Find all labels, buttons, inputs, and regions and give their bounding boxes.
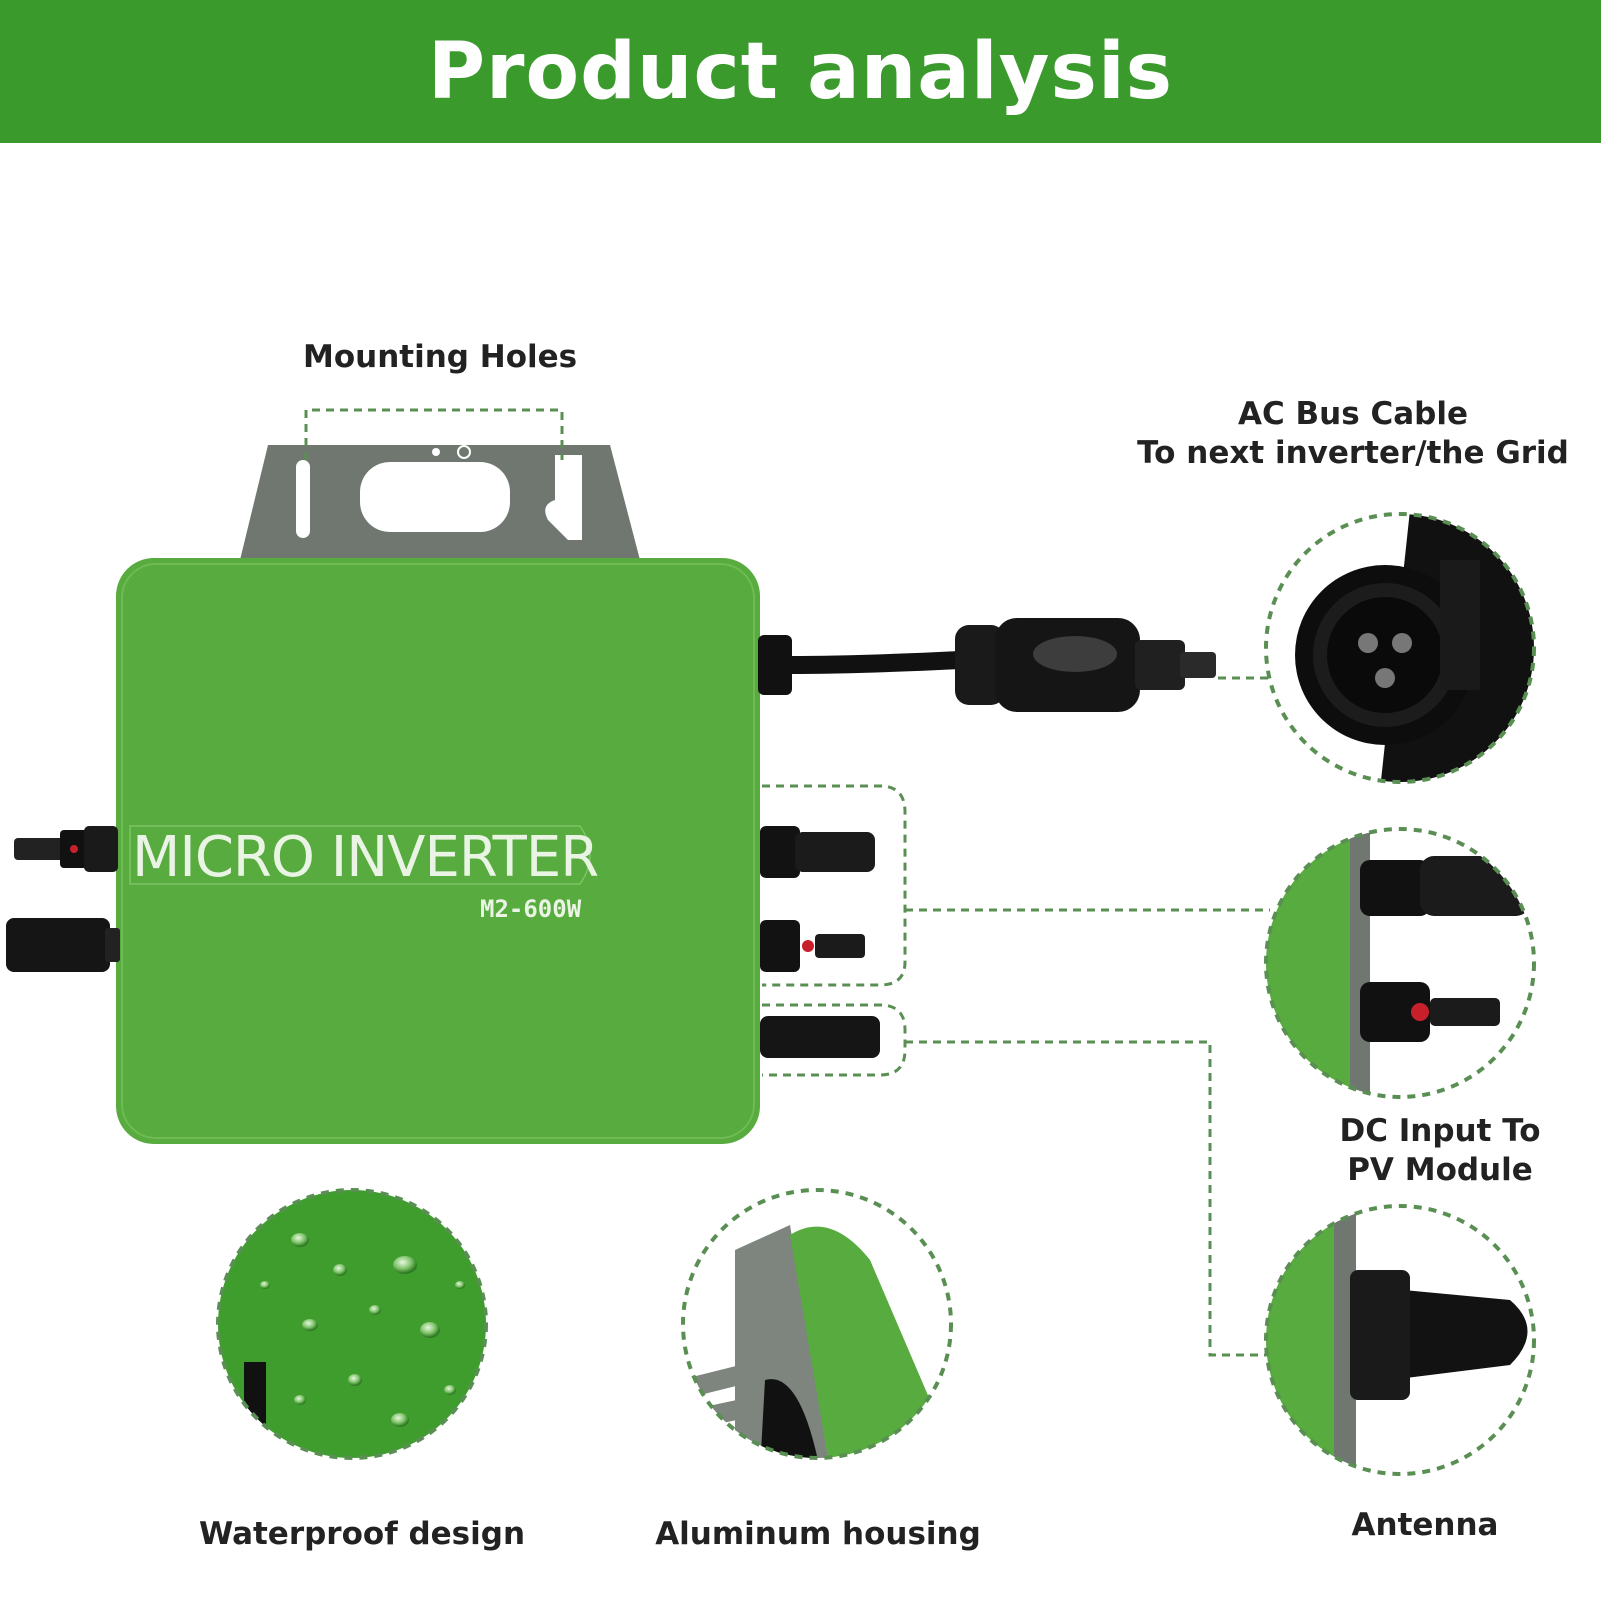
ac-connector-icon — [1264, 512, 1536, 784]
waterproof-icon — [216, 1188, 488, 1460]
antenna-callout-line — [905, 1040, 1270, 1357]
device-model: M2-600W — [480, 895, 582, 923]
label-aluminum: Aluminum housing — [655, 1516, 981, 1552]
right-dc-connectors — [760, 826, 880, 1058]
mounting-hole-right — [545, 455, 582, 540]
device-name: MICRO INVERTER — [132, 825, 599, 890]
antenna-group-outline — [762, 1003, 907, 1077]
antenna-stub — [760, 1016, 880, 1058]
antenna-icon — [1264, 1204, 1536, 1476]
ac-cable — [758, 618, 1216, 712]
label-dc-input: DC Input To PV Module — [1339, 1112, 1540, 1190]
label-ac-bus-line2: To next inverter/the Grid — [1137, 434, 1569, 471]
page-title: Product analysis — [427, 26, 1174, 117]
dc-connector-icon — [1264, 827, 1536, 1099]
dc-group-outline — [762, 784, 907, 987]
label-dc-input-line2: PV Module — [1347, 1151, 1533, 1188]
header-banner: Product analysis — [0, 0, 1601, 143]
label-dc-input-line1: DC Input To — [1339, 1113, 1541, 1149]
mounting-hole-left — [296, 460, 310, 538]
mounting-hole-center — [360, 462, 510, 532]
mounting-bracket — [240, 445, 640, 560]
inverter-housing — [116, 558, 760, 1144]
label-ac-bus-line1: AC Bus Cable — [1238, 396, 1468, 432]
label-ac-bus: AC Bus Cable To next inverter/the Grid — [1137, 395, 1569, 473]
housing-icon — [681, 1188, 953, 1460]
label-mounting-holes: Mounting Holes — [303, 339, 578, 375]
left-dc-connectors — [6, 826, 120, 972]
label-antenna: Antenna — [1351, 1507, 1499, 1543]
label-waterproof: Waterproof design — [198, 1516, 526, 1552]
